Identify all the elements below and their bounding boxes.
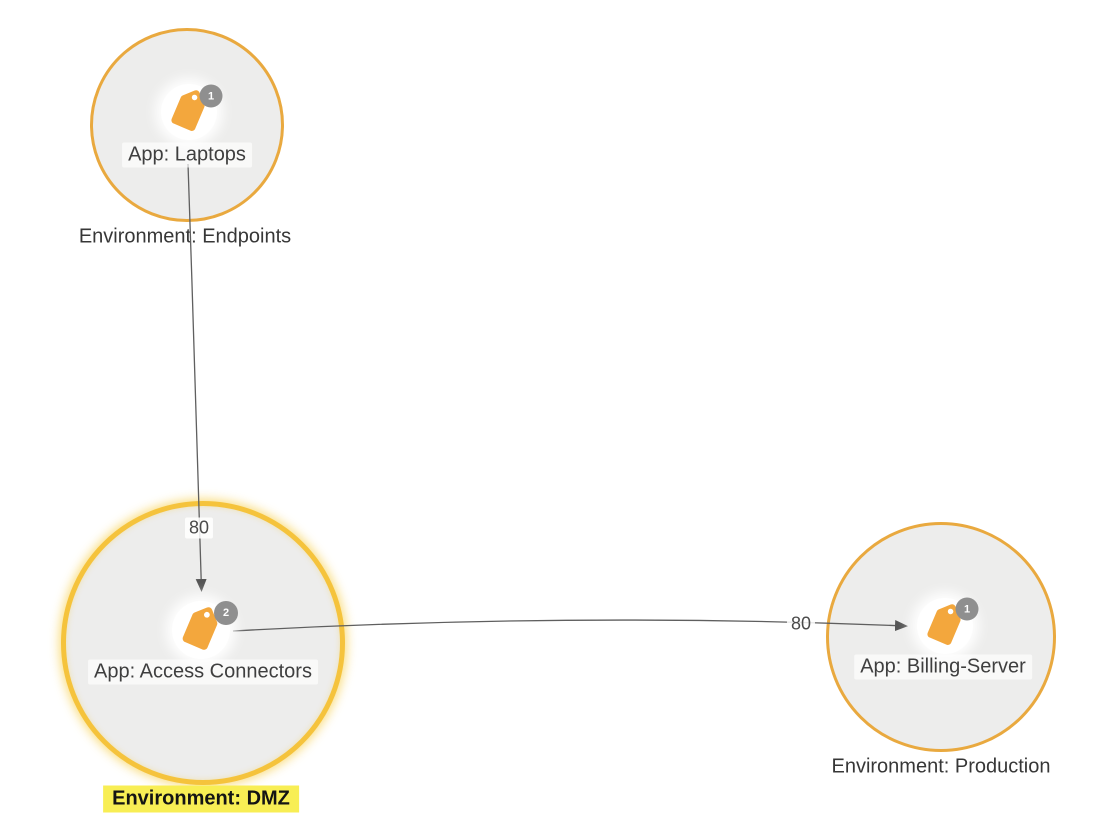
edge-port-label[interactable]: 80 [786, 613, 816, 635]
badge-count: 1 [199, 84, 223, 108]
env-label-production: Environment: Production [831, 755, 1051, 778]
app-label-laptops[interactable]: App: Laptops [122, 142, 252, 168]
env-label-endpoints: Environment: Endpoints [78, 225, 292, 248]
badge-count: 1 [955, 597, 979, 621]
tag-icon[interactable] [166, 90, 210, 135]
tag-icon[interactable] [922, 604, 966, 649]
env-label-dmz: Environment: DMZ [103, 785, 299, 813]
app-label-access-connectors[interactable]: App: Access Connectors [88, 659, 318, 685]
edge-port-label[interactable]: 80 [184, 517, 214, 539]
badge-count: 2 [214, 601, 238, 625]
tag-icon[interactable] [177, 607, 223, 654]
traffic-link-laptops-to-access-connectors[interactable] [187, 163, 207, 592]
app-label-billing-server[interactable]: App: Billing-Server [854, 654, 1032, 680]
